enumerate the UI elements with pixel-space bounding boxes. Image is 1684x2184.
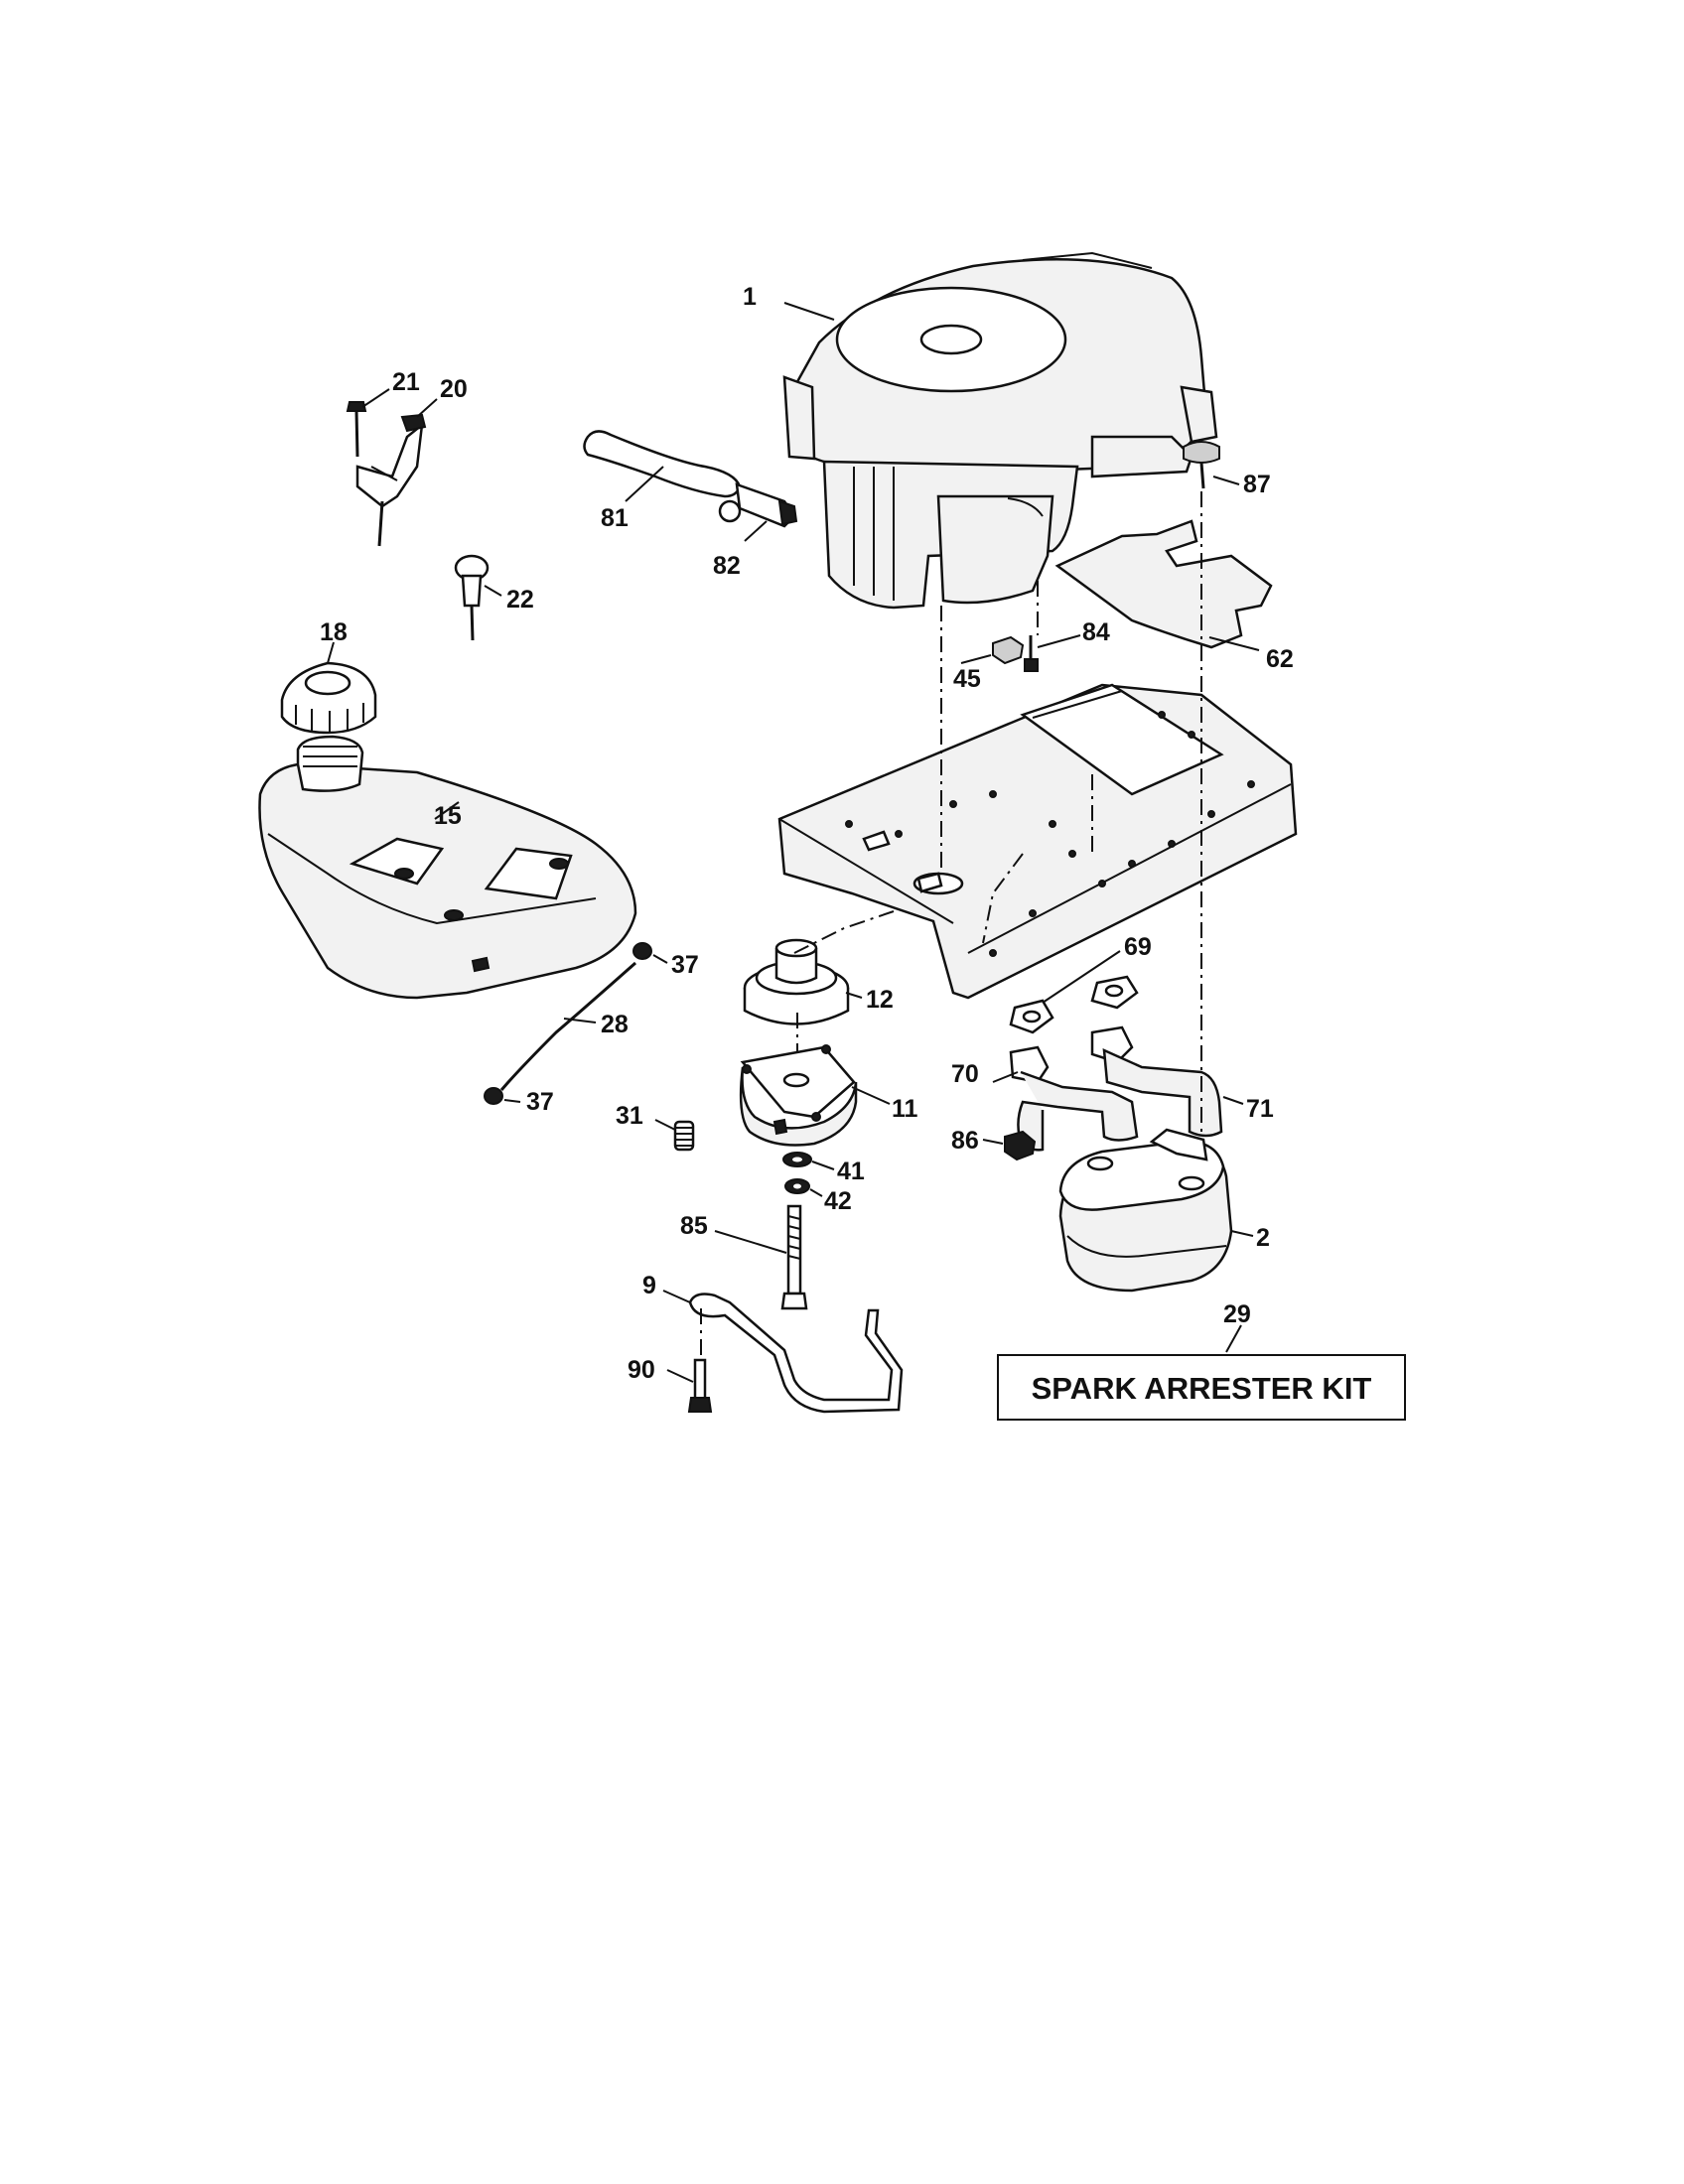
leader-81	[625, 466, 664, 502]
part-number-21: 21	[392, 368, 420, 396]
throttle-bracket-part	[355, 413, 427, 547]
bolt-84-part	[1024, 635, 1039, 672]
part-number-70: 70	[951, 1060, 979, 1088]
fuel-hose-part	[499, 961, 636, 1091]
leader-22	[484, 585, 502, 597]
part-number-37-lower: 37	[526, 1088, 554, 1116]
part-number-20: 20	[440, 375, 468, 403]
leader-12	[845, 992, 863, 999]
leader-15	[434, 801, 460, 820]
leader-1	[783, 302, 835, 321]
part-number-82: 82	[713, 552, 741, 580]
part-number-31: 31	[616, 1102, 643, 1130]
part-number-45: 45	[953, 665, 981, 693]
exhaust-pipe-71-part	[1090, 1025, 1223, 1138]
part-number-86: 86	[951, 1127, 979, 1155]
part-number-37-upper: 37	[671, 951, 699, 979]
spark-arrester-kit-label: SPARK ARRESTER KIT	[1032, 1371, 1372, 1406]
leader-31	[654, 1119, 676, 1131]
leader-86	[982, 1139, 1004, 1145]
fuel-tank-part	[258, 735, 637, 1000]
engine-part	[782, 251, 1218, 610]
fuel-fitting-part	[718, 482, 798, 528]
part-number-71: 71	[1246, 1095, 1274, 1123]
part-number-12: 12	[866, 986, 894, 1014]
leader-87	[1212, 476, 1240, 485]
leader-69	[1042, 950, 1121, 1004]
screw-21-part	[346, 401, 367, 458]
part-number-29: 29	[1223, 1300, 1251, 1328]
leader-37-upper	[652, 954, 668, 964]
spring-part	[673, 1120, 695, 1152]
bolt-90-part	[687, 1358, 713, 1413]
part-number-11: 11	[892, 1095, 918, 1123]
part-number-85: 85	[680, 1212, 708, 1240]
choke-knob-part	[454, 554, 490, 641]
leader-9	[662, 1290, 691, 1303]
shoulder-bolt-87-part	[1183, 441, 1220, 489]
hose-clamp-part-upper	[632, 942, 652, 960]
support-rod-part	[688, 1293, 904, 1414]
muffler-part	[1058, 1128, 1233, 1293]
hose-clamp-part-lower	[484, 1087, 503, 1105]
leader-29	[1225, 1324, 1242, 1353]
part-number-90: 90	[628, 1356, 655, 1384]
part-number-42: 42	[824, 1187, 852, 1215]
leader-21	[361, 388, 390, 408]
part-number-28: 28	[601, 1011, 629, 1038]
leader-71	[1222, 1096, 1244, 1105]
leader-18	[327, 641, 335, 664]
part-number-1: 1	[743, 283, 757, 311]
spark-arrester-kit-box	[997, 1354, 1406, 1421]
part-number-87: 87	[1243, 471, 1271, 498]
fuel-cap-part	[280, 661, 377, 735]
nut-45-part	[992, 635, 1025, 665]
part-number-18: 18	[320, 618, 348, 646]
part-number-69: 69	[1124, 933, 1152, 961]
part-number-62: 62	[1266, 645, 1294, 673]
leader-11	[851, 1086, 891, 1105]
part-number-84: 84	[1082, 618, 1110, 646]
leader-82	[744, 520, 768, 542]
leader-62	[1208, 636, 1260, 651]
leader-85	[714, 1230, 787, 1254]
leader-42	[809, 1188, 823, 1197]
leader-20	[416, 398, 438, 418]
leader-90	[666, 1369, 694, 1383]
leader-28	[563, 1018, 597, 1024]
part-number-2: 2	[1256, 1224, 1270, 1252]
leader-45	[960, 654, 992, 664]
part-number-22: 22	[506, 586, 534, 614]
frame-plate-part	[777, 683, 1298, 1000]
heat-shield-part	[1054, 519, 1273, 649]
part-number-41: 41	[837, 1158, 865, 1185]
leader-70	[992, 1071, 1019, 1083]
exhaust-gasket-part	[1009, 975, 1139, 1034]
leader-2	[1230, 1230, 1254, 1237]
alignment-line-pulley-frame	[793, 910, 895, 954]
electric-clutch-part	[739, 1044, 858, 1147]
part-number-15: 15	[434, 802, 462, 830]
clutch-bolt-85-part	[780, 1204, 808, 1310]
leader-84	[1037, 634, 1081, 648]
part-number-9: 9	[642, 1272, 656, 1299]
leader-41	[811, 1160, 835, 1170]
leader-37-lower	[503, 1099, 521, 1103]
part-number-81: 81	[601, 504, 629, 532]
fuel-line-part	[583, 430, 742, 498]
nut-86-part	[1004, 1130, 1037, 1161]
